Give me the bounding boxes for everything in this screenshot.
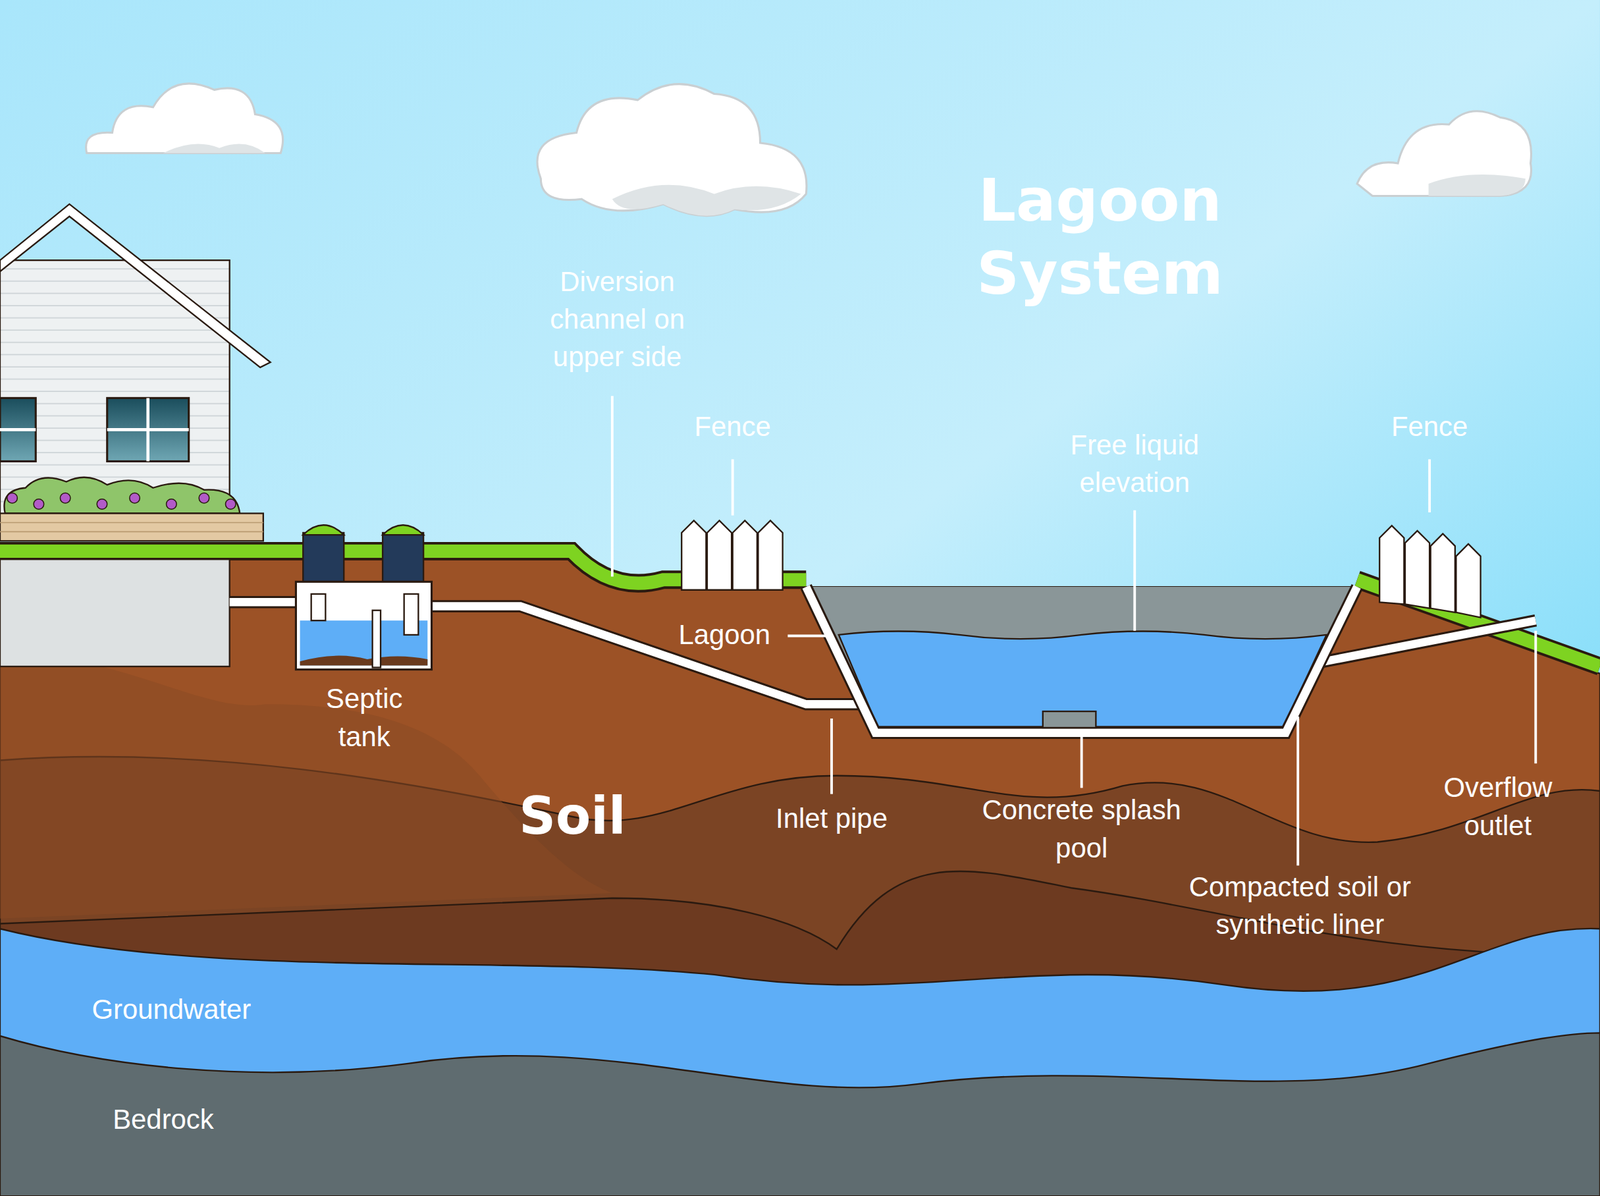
illustration-part: [225, 499, 236, 509]
illustration-part: [681, 520, 1481, 617]
illustration-part: [198, 493, 209, 504]
illustration-part: [107, 397, 189, 461]
illustration-part: [311, 593, 326, 621]
illustration-part: [537, 84, 807, 216]
illustration-part: [7, 493, 236, 510]
illustration-part: [0, 559, 230, 667]
illustration-part: [1379, 525, 1404, 604]
callout-label: Lagoon: [658, 616, 791, 654]
illustration-part: [681, 520, 706, 590]
illustration-part: [0, 1032, 1600, 1196]
illustration-part: [1080, 730, 1084, 789]
illustration-part: [1455, 543, 1481, 618]
illustration-part: [7, 493, 18, 504]
illustration-part: [732, 520, 758, 590]
illustration-part: [805, 586, 1358, 733]
callout-label: Septic tank: [298, 680, 431, 757]
illustration-part: [59, 493, 70, 504]
illustration-part: [107, 427, 189, 432]
illustration-part: [166, 499, 177, 509]
illustration-part: [382, 532, 424, 584]
illustration-part: [33, 499, 44, 509]
illustration-part: [1430, 533, 1456, 612]
illustration-part: [302, 524, 424, 535]
illustration-part: [611, 395, 614, 577]
illustration-part: [86, 83, 1532, 216]
callout-label: Diversion channel on upper side: [515, 263, 720, 377]
callout-label: Inlet pipe: [775, 800, 888, 838]
illustration-part: [3, 477, 240, 514]
illustration-part: [0, 397, 36, 461]
illustration-part: [295, 581, 432, 669]
illustration-part: [0, 512, 264, 541]
illustration-part: [805, 586, 1358, 733]
callout-label: Fence: [1368, 408, 1491, 446]
illustration-part: [302, 532, 344, 584]
region-label: Bedrock: [61, 1100, 266, 1139]
illustration-part: [0, 559, 1600, 1196]
illustration-part: [1296, 716, 1300, 866]
illustration-part: [372, 610, 381, 668]
illustration-part: [1133, 510, 1136, 631]
callout-label: Fence: [671, 408, 795, 446]
callout-label: Free liquid elevation: [1032, 426, 1237, 503]
illustration-part: [0, 531, 264, 533]
illustration-part: [0, 653, 613, 919]
illustration-part: [757, 520, 783, 590]
illustration-part: [404, 593, 419, 635]
illustration-part: [86, 83, 284, 154]
illustration-part: [96, 499, 107, 509]
diagram-title: Lagoon System: [936, 163, 1264, 311]
illustration-part: [1357, 111, 1531, 197]
illustration-part: [163, 144, 266, 154]
illustration-part: [731, 458, 735, 515]
callout-label: Overflow outlet: [1416, 769, 1580, 845]
illustration-part: [805, 586, 1358, 733]
illustration-part: [1428, 458, 1431, 513]
illustration-part: [1042, 711, 1097, 728]
illustration-part: [129, 493, 140, 504]
illustration-part: [0, 260, 230, 515]
illustration-part: [1534, 630, 1537, 764]
illustration-part: [787, 634, 827, 638]
callout-label: Concrete splash pool: [974, 792, 1189, 868]
illustration-part: [1428, 174, 1526, 197]
illustration-part: [830, 718, 833, 795]
region-label: Groundwater: [48, 990, 294, 1029]
illustration-part: [707, 520, 732, 590]
callout-label: Compacted soil or synthetic liner: [1146, 868, 1454, 945]
illustration-part: [0, 427, 36, 432]
illustration-part: [0, 928, 1600, 1196]
illustration-part: [0, 204, 271, 368]
illustration-part: [163, 144, 1526, 216]
illustration-part: [300, 655, 428, 666]
illustration-part: [1405, 530, 1430, 609]
illustration-part: [612, 185, 802, 216]
illustration-part: [0, 522, 264, 524]
region-label: Soil: [490, 785, 654, 847]
